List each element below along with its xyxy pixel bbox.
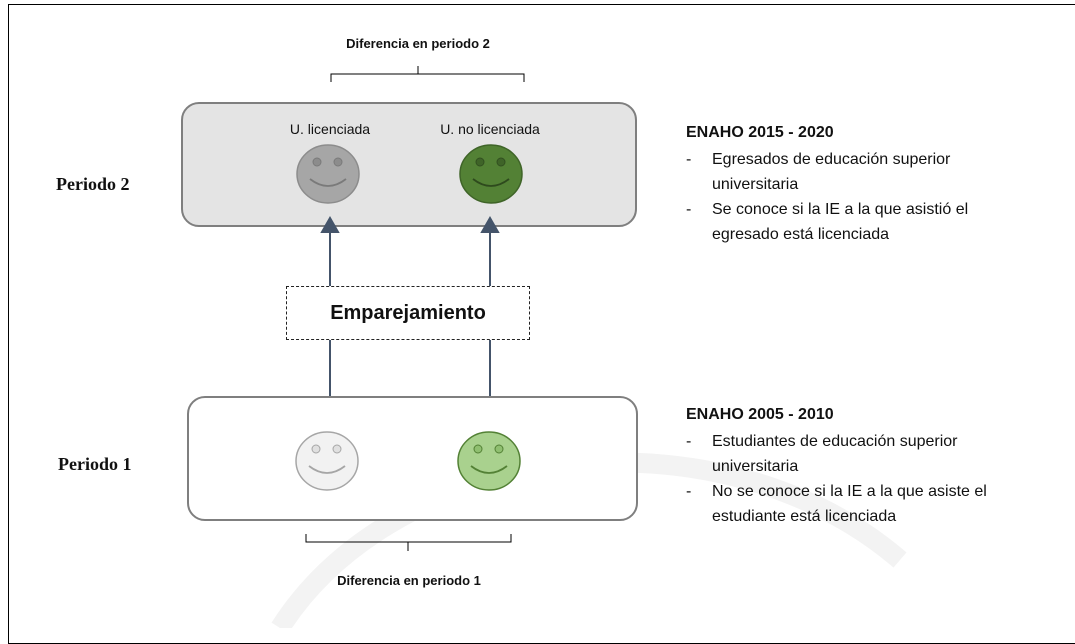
- face-gray-light-icon: [295, 431, 359, 491]
- bottom-brace-label: Diferencia en periodo 1: [337, 573, 481, 588]
- info-top-item-1-text: Egresados de educación superior universi…: [712, 151, 951, 193]
- arrows: [320, 215, 500, 420]
- info-top-item-1: - Egresados de educación superior univer…: [686, 147, 1026, 197]
- period1-box: [187, 396, 638, 521]
- info-top-item-1-bullet: -: [686, 151, 692, 168]
- info-top-title: ENAHO 2015 - 2020: [686, 124, 834, 141]
- info-top-item-2: - Se conoce si la IE a la que asistió el…: [686, 197, 1026, 247]
- face-gray-dark-icon: [296, 144, 360, 204]
- info-bottom-item-1-bullet: -: [686, 433, 692, 450]
- info-enaho-2015: ENAHO 2015 - 2020 - Egresados de educaci…: [686, 120, 1026, 247]
- top-brace: [330, 66, 525, 82]
- period2-col2-label: U. no licenciada: [440, 121, 540, 137]
- info-bottom-title: ENAHO 2005 - 2010: [686, 406, 834, 423]
- period2-label: Periodo 2: [56, 174, 130, 194]
- info-top-item-2-bullet: -: [686, 201, 692, 218]
- bottom-brace: [305, 534, 512, 551]
- face-green-light-icon: [457, 431, 521, 491]
- info-top-item-2-text: Se conoce si la IE a la que asistió el e…: [712, 201, 969, 243]
- info-bottom-item-2-text: No se conoce si la IE a la que asiste el…: [712, 483, 987, 525]
- info-bottom-item-1-text: Estudiantes de educación superior univer…: [712, 433, 958, 475]
- info-bottom-item-1: - Estudiantes de educación superior univ…: [686, 429, 1038, 479]
- face-green-dark-icon: [459, 144, 523, 204]
- info-bottom-item-2-bullet: -: [686, 483, 692, 500]
- top-brace-label: Diferencia en periodo 2: [346, 36, 490, 51]
- info-bottom-item-2: - No se conoce si la IE a la que asiste …: [686, 479, 1038, 529]
- period2-col1-label: U. licenciada: [289, 121, 371, 137]
- info-enaho-2005: ENAHO 2005 - 2010 - Estudiantes de educa…: [686, 402, 1038, 529]
- matching-box: Emparejamiento: [286, 286, 530, 340]
- period1-label: Periodo 1: [58, 454, 132, 474]
- period2-box: [181, 102, 637, 227]
